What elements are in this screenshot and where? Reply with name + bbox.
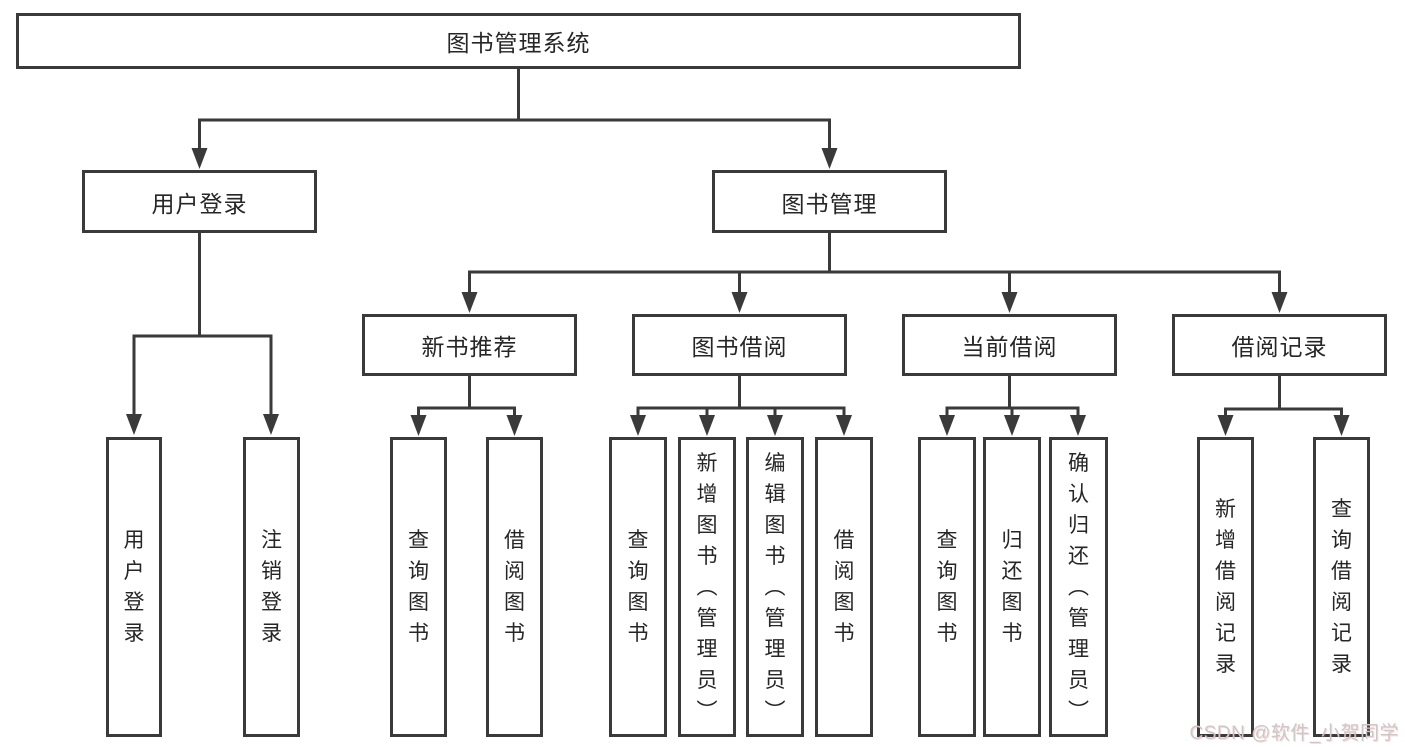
node-book-borrow: 图书借阅 — [632, 314, 847, 376]
leaf-record-add: 新增借阅记录 — [1197, 437, 1254, 737]
node-new-book-recommend-label: 新书推荐 — [421, 334, 518, 360]
leaf-current-query-book-label: 查询图书 — [936, 529, 958, 645]
leaf-recommend-borrow-book: 借阅图书 — [486, 437, 543, 737]
leaf-recommend-query-book-label: 查询图书 — [408, 529, 429, 645]
leaf-borrow-edit-book-admin-label: 编辑图书︵管理员︶ — [764, 451, 786, 723]
node-new-book-recommend: 新书推荐 — [362, 314, 577, 376]
leaf-current-return-book: 归还图书 — [983, 437, 1041, 737]
leaf-current-query-book: 查询图书 — [918, 437, 976, 737]
node-book-management-label: 图书管理 — [781, 190, 878, 217]
node-borrow-record-label: 借阅记录 — [1231, 334, 1328, 360]
node-borrow-record: 借阅记录 — [1172, 314, 1387, 376]
leaf-recommend-query-book: 查询图书 — [390, 437, 447, 737]
leaf-user-login: 用户登录 — [106, 437, 162, 737]
leaf-current-confirm-return-admin-label: 确认归还︵管理员︶ — [1068, 451, 1089, 723]
leaf-borrow-query-book: 查询图书 — [609, 437, 667, 737]
node-user-login: 用户登录 — [82, 170, 317, 233]
leaf-recommend-borrow-book-label: 借阅图书 — [504, 529, 525, 645]
leaf-borrow-add-book-admin: 新增图书︵管理员︶ — [678, 437, 736, 737]
node-book-management: 图书管理 — [712, 170, 947, 233]
watermark-text: CSDN @软件_小贺同学 — [1189, 723, 1399, 744]
leaf-borrow-borrow-book-label: 借阅图书 — [833, 529, 855, 645]
leaf-current-return-book-label: 归还图书 — [1001, 529, 1023, 645]
leaf-user-login-label: 用户登录 — [123, 529, 145, 645]
leaf-record-query: 查询借阅记录 — [1313, 437, 1370, 737]
leaf-current-confirm-return-admin: 确认归还︵管理员︶ — [1049, 437, 1108, 737]
node-root: 图书管理系统 — [16, 13, 1021, 69]
leaf-borrow-borrow-book: 借阅图书 — [815, 437, 873, 737]
leaf-logout: 注销登录 — [243, 437, 300, 737]
leaf-borrow-query-book-label: 查询图书 — [627, 529, 649, 645]
node-book-borrow-label: 图书借阅 — [691, 334, 788, 360]
node-current-borrow: 当前借阅 — [902, 314, 1117, 376]
node-root-label: 图书管理系统 — [446, 30, 591, 56]
leaf-record-query-label: 查询借阅记录 — [1331, 498, 1352, 676]
node-user-login-label: 用户登录 — [151, 190, 248, 217]
leaf-logout-label: 注销登录 — [261, 529, 282, 645]
node-current-borrow-label: 当前借阅 — [961, 334, 1058, 360]
leaf-record-add-label: 新增借阅记录 — [1215, 498, 1236, 676]
leaf-borrow-add-book-admin-label: 新增图书︵管理员︶ — [696, 451, 718, 723]
leaf-borrow-edit-book-admin: 编辑图书︵管理员︶ — [746, 437, 804, 737]
